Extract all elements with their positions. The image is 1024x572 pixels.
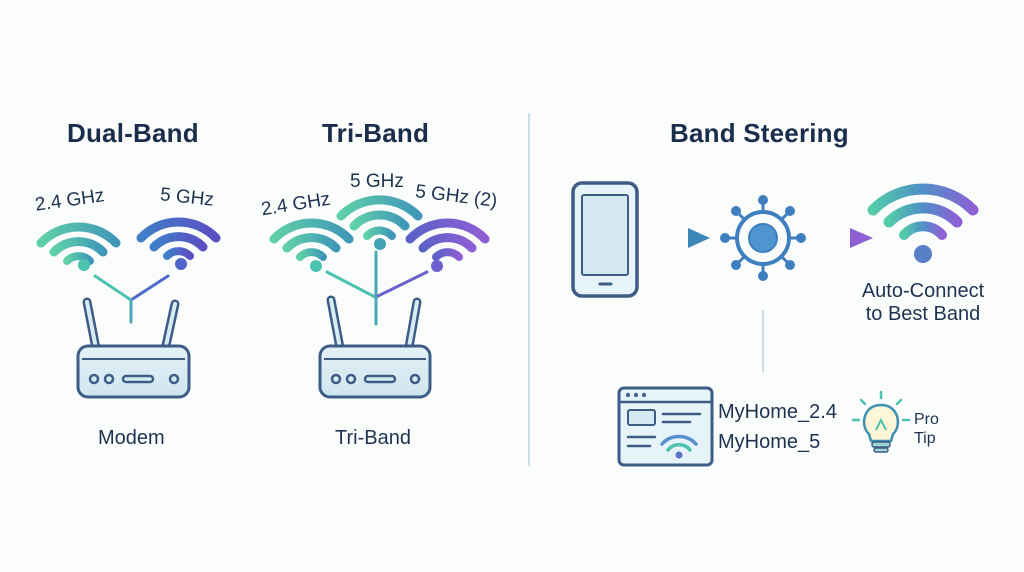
arrow-to-network <box>810 228 873 248</box>
lightbulb-icon <box>851 390 911 453</box>
auto-connect-line1: Auto-Connect <box>861 280 985 302</box>
arrow-to-hub <box>606 228 710 248</box>
wifi-icon-dual-5 <box>136 217 221 270</box>
signal-connector-tri <box>325 250 429 326</box>
steering-hub-icon <box>720 195 806 281</box>
signal-connector-dual <box>93 274 170 324</box>
band-label-tri-5: 5 GHz <box>350 171 404 192</box>
ssid-list: MyHome_2.4 MyHome_5 <box>718 397 837 457</box>
ssid-24: MyHome_2.4 <box>718 401 837 423</box>
ssid-5: MyHome_5 <box>718 431 821 453</box>
tri-band-caption: Tri-Band <box>335 427 411 449</box>
router-icon-dual <box>76 297 191 399</box>
wifi-icon-tri-5 <box>336 195 423 250</box>
tri-band-title: Tri-Band <box>322 118 430 148</box>
wifi-icon-best-band <box>867 183 979 263</box>
router-settings-icon <box>617 386 714 467</box>
wifi-icon-tri-5-2 <box>405 218 490 272</box>
band-steering-title: Band Steering <box>670 118 849 148</box>
wifi-icon-tri-24 <box>269 218 354 272</box>
dual-band-title: Dual-Band <box>67 118 199 148</box>
auto-connect-line2: to Best Band <box>865 303 981 325</box>
pro-tip-label: Pro Tip <box>914 410 939 448</box>
wifi-icon-dual-24 <box>36 222 121 271</box>
pro-tip-line1: Pro <box>914 411 939 428</box>
dual-band-caption: Modem <box>98 427 165 449</box>
pro-tip-line2: Tip <box>914 430 936 447</box>
auto-connect-label: Auto-Connect to Best Band <box>852 280 994 326</box>
router-icon-tri <box>318 295 432 399</box>
